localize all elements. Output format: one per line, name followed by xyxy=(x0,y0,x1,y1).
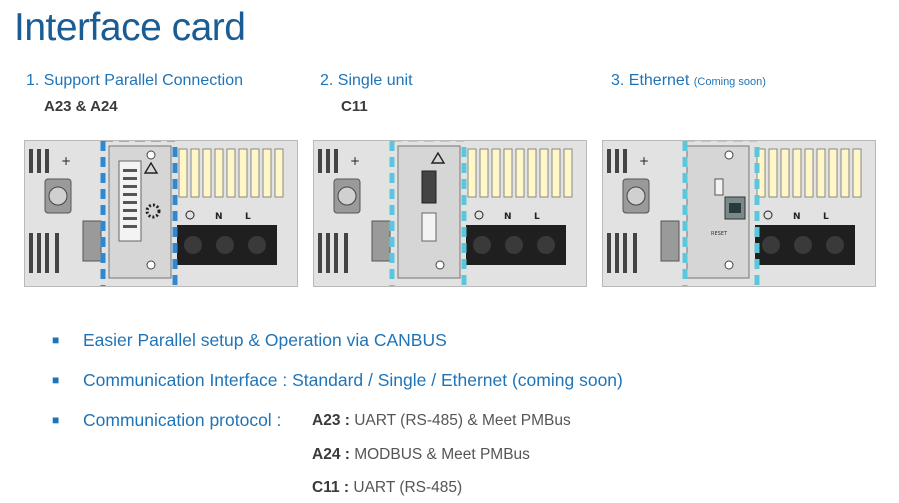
svg-text:RESET: RESET xyxy=(711,231,728,237)
protocol-row: A24 : MODBUS & Meet PMBus xyxy=(312,446,530,464)
protocol-model: A24 : xyxy=(312,446,350,463)
power-unit-single-image: + N L xyxy=(313,140,587,287)
svg-text:+: + xyxy=(639,154,649,168)
bullet-square-icon: ■ xyxy=(52,333,60,347)
option-heading-parallel: 1. Support Parallel Connection xyxy=(26,72,244,89)
protocol-model: A23 : xyxy=(312,412,350,429)
bullet-square-icon: ■ xyxy=(52,373,60,387)
ethernet-port-icon xyxy=(724,196,746,220)
protocol-row: A23 : UART (RS-485) & Meet PMBus xyxy=(312,412,571,430)
ground-icon xyxy=(185,210,195,220)
power-unit-ethernet-image: + RESET N L xyxy=(602,140,876,287)
svg-text:+: + xyxy=(61,154,71,168)
protocol-model: C11 : xyxy=(312,479,350,496)
coming-soon-note: (Coming soon) xyxy=(693,76,766,88)
svg-text:N: N xyxy=(215,212,223,222)
svg-text:L: L xyxy=(823,212,829,222)
gear-icon xyxy=(145,203,161,219)
option-models-parallel: A23 & A24 xyxy=(44,98,118,115)
warning-triangle-icon xyxy=(143,161,159,174)
option-models-single: C11 xyxy=(341,98,368,115)
svg-text:L: L xyxy=(534,212,540,222)
protocol-desc: UART (RS-485) & Meet PMBus xyxy=(354,412,571,429)
bullet-square-icon: ■ xyxy=(52,413,60,427)
svg-text:N: N xyxy=(504,212,512,222)
protocol-row: C11 : UART (RS-485) xyxy=(312,479,462,497)
power-unit-parallel-image: + N L xyxy=(24,140,298,287)
svg-text:+: + xyxy=(350,154,360,168)
option-heading-single: 2. Single unit xyxy=(320,72,413,89)
protocol-desc: UART (RS-485) xyxy=(353,479,463,496)
option-heading-ethernet: 3. Ethernet (Coming soon) xyxy=(611,72,766,89)
svg-text:L: L xyxy=(245,212,251,222)
protocol-desc: MODBUS & Meet PMBus xyxy=(354,446,530,463)
svg-text:N: N xyxy=(793,212,801,222)
plus-icon: + xyxy=(61,154,71,168)
page-title: Interface card xyxy=(14,6,246,49)
